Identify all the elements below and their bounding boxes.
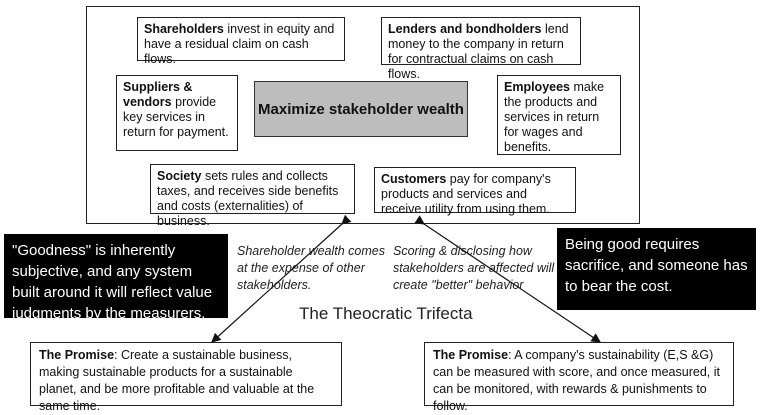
- lenders-box: Lenders and bondholders lend money to th…: [381, 17, 581, 81]
- promise-left-box: The Promise: Create a sustainable busine…: [30, 342, 342, 413]
- society-text: sets rules and collects taxes, and recei…: [157, 169, 339, 228]
- arrow-right: [414, 215, 601, 343]
- customers-box: Customers pay for company's products and…: [374, 167, 576, 216]
- suppliers-label: Suppliers & vendors: [123, 80, 193, 109]
- goodness-text: "Goodness" is inherently subjective, and…: [12, 242, 213, 322]
- customers-label: Customers: [381, 172, 447, 186]
- society-box: Society sets rules and collects taxes, a…: [150, 164, 355, 228]
- lenders-text: lend money to the company in return for …: [388, 22, 569, 81]
- suppliers-text: provide key services in return for payme…: [123, 95, 229, 139]
- promise-right-label: The Promise: [433, 348, 509, 362]
- arrow-left: [211, 214, 352, 343]
- lenders-label: Lenders and bondholders: [388, 22, 542, 36]
- employees-text: make the products and services in return…: [504, 80, 605, 154]
- customers-text: pay for company's products and services …: [381, 172, 551, 216]
- promise-left-label: The Promise: [39, 348, 115, 362]
- shareholders-label: Shareholders: [144, 22, 224, 36]
- center-goal-label: Maximize stakeholder wealth: [258, 100, 464, 118]
- shareholders-text: invest in equity and have a residual cla…: [144, 22, 335, 66]
- arrows-layer: [211, 214, 601, 343]
- employees-box: Employees make the products and services…: [497, 75, 621, 155]
- shareholders-box: Shareholders invest in equity and have a…: [137, 17, 345, 66]
- goodness-callout: "Goodness" is inherently subjective, and…: [4, 234, 228, 322]
- center-goal-box: Maximize stakeholder wealth: [254, 81, 468, 137]
- society-label: Society: [157, 169, 202, 183]
- promise-left-text: : Create a sustainable business, making …: [39, 348, 315, 413]
- suppliers-box: Suppliers & vendors provide key services…: [116, 75, 238, 151]
- employees-label: Employees: [504, 80, 571, 94]
